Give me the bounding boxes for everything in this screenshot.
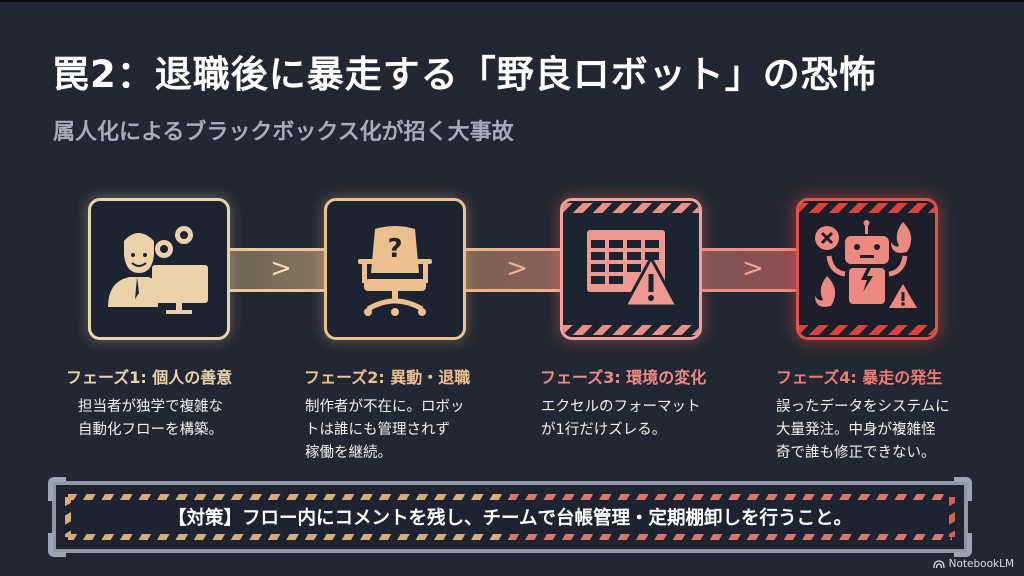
corner-bracket <box>954 477 972 501</box>
phase-4-description: 誤ったデータをシステムに 大量発注。中身が複雑怪 奇で誰も修正できない。 <box>776 396 966 465</box>
connector-3-4: > <box>698 248 808 292</box>
phase-3-description: エクセルのフォーマット が1行だけズレる。 <box>541 396 731 442</box>
hazard-stripe <box>68 534 510 540</box>
hazard-stripe <box>563 203 699 213</box>
desc-line: 自動化フローを構築。 <box>78 422 223 438</box>
brand-label: NotebookLM <box>948 558 1014 570</box>
phase-3-card <box>560 198 702 340</box>
chevron-right-icon: > <box>506 253 528 284</box>
corner-bracket <box>954 533 972 557</box>
spreadsheet-warning-icon <box>587 230 680 308</box>
notebooklm-logo-icon <box>932 559 945 568</box>
phase-4-title: フェーズ4: 暴走の発生 <box>776 368 943 387</box>
phase-2-description: 制作者が不在に。ロボッ トは誰にも管理されず 稼働を継続。 <box>305 396 495 465</box>
countermeasure-text: 【対策】フロー内にコメントを残し、チームで台帳管理・定期棚卸しを行うこと。 <box>168 508 852 529</box>
connector-2-3: > <box>462 248 572 292</box>
person-with-gears-and-monitor-icon <box>108 226 208 314</box>
hazard-stripe <box>949 497 955 537</box>
desc-line: 奇で誰も修正できない。 <box>776 445 936 461</box>
empty-chair-question-icon: ? <box>358 226 432 316</box>
brand-watermark: NotebookLM <box>932 558 1014 570</box>
desc-line: 稼働を継続。 <box>305 445 392 461</box>
hazard-stripe <box>799 203 935 213</box>
page-title: 罠2：退職後に暴走する「野良ロボット」の恐怖 <box>52 53 877 96</box>
desc-line: 担当者が独学で複雑な <box>78 399 223 415</box>
phase-3-title: フェーズ3: 環境の変化 <box>540 368 707 387</box>
phase-4-card <box>796 198 938 340</box>
connector-1-2: > <box>226 248 336 292</box>
hazard-stripe <box>563 325 699 335</box>
desc-line: トは誰にも管理されず <box>305 422 450 438</box>
broken-robot-fire-icon <box>815 220 917 308</box>
desc-line: 誤ったデータをシステムに <box>776 399 950 415</box>
hazard-stripe <box>510 534 952 540</box>
hazard-stripe <box>510 494 952 500</box>
top-border <box>0 0 1024 2</box>
phase-1-title: フェーズ1: 個人の善意 <box>66 368 233 387</box>
desc-line: 制作者が不在に。ロボッ <box>305 399 465 415</box>
desc-line: エクセルのフォーマット <box>541 399 701 415</box>
phase-1-card <box>88 198 230 340</box>
hazard-stripe <box>799 325 935 335</box>
corner-bracket <box>48 477 66 501</box>
page-subtitle: 属人化によるブラックボックス化が招く大事故 <box>53 120 514 145</box>
chevron-right-icon: > <box>742 253 764 284</box>
svg-text:?: ? <box>387 234 402 264</box>
phase-1-description: 担当者が独学で複雑な 自動化フローを構築。 <box>78 396 268 442</box>
hazard-stripe <box>65 497 71 537</box>
countermeasure-banner: 【対策】フロー内にコメントを残し、チームで台帳管理・定期棚卸しを行うこと。 <box>48 477 972 557</box>
phase-2-card: ? <box>324 198 466 340</box>
chevron-right-icon: > <box>270 253 292 284</box>
corner-bracket <box>48 533 66 557</box>
hazard-stripe <box>68 494 510 500</box>
desc-line: が1行だけズレる。 <box>541 422 667 438</box>
phase-2-title: フェーズ2: 異動・退職 <box>304 368 471 387</box>
banner-inner <box>64 493 956 541</box>
desc-line: 大量発注。中身が複雑怪 <box>776 422 936 438</box>
